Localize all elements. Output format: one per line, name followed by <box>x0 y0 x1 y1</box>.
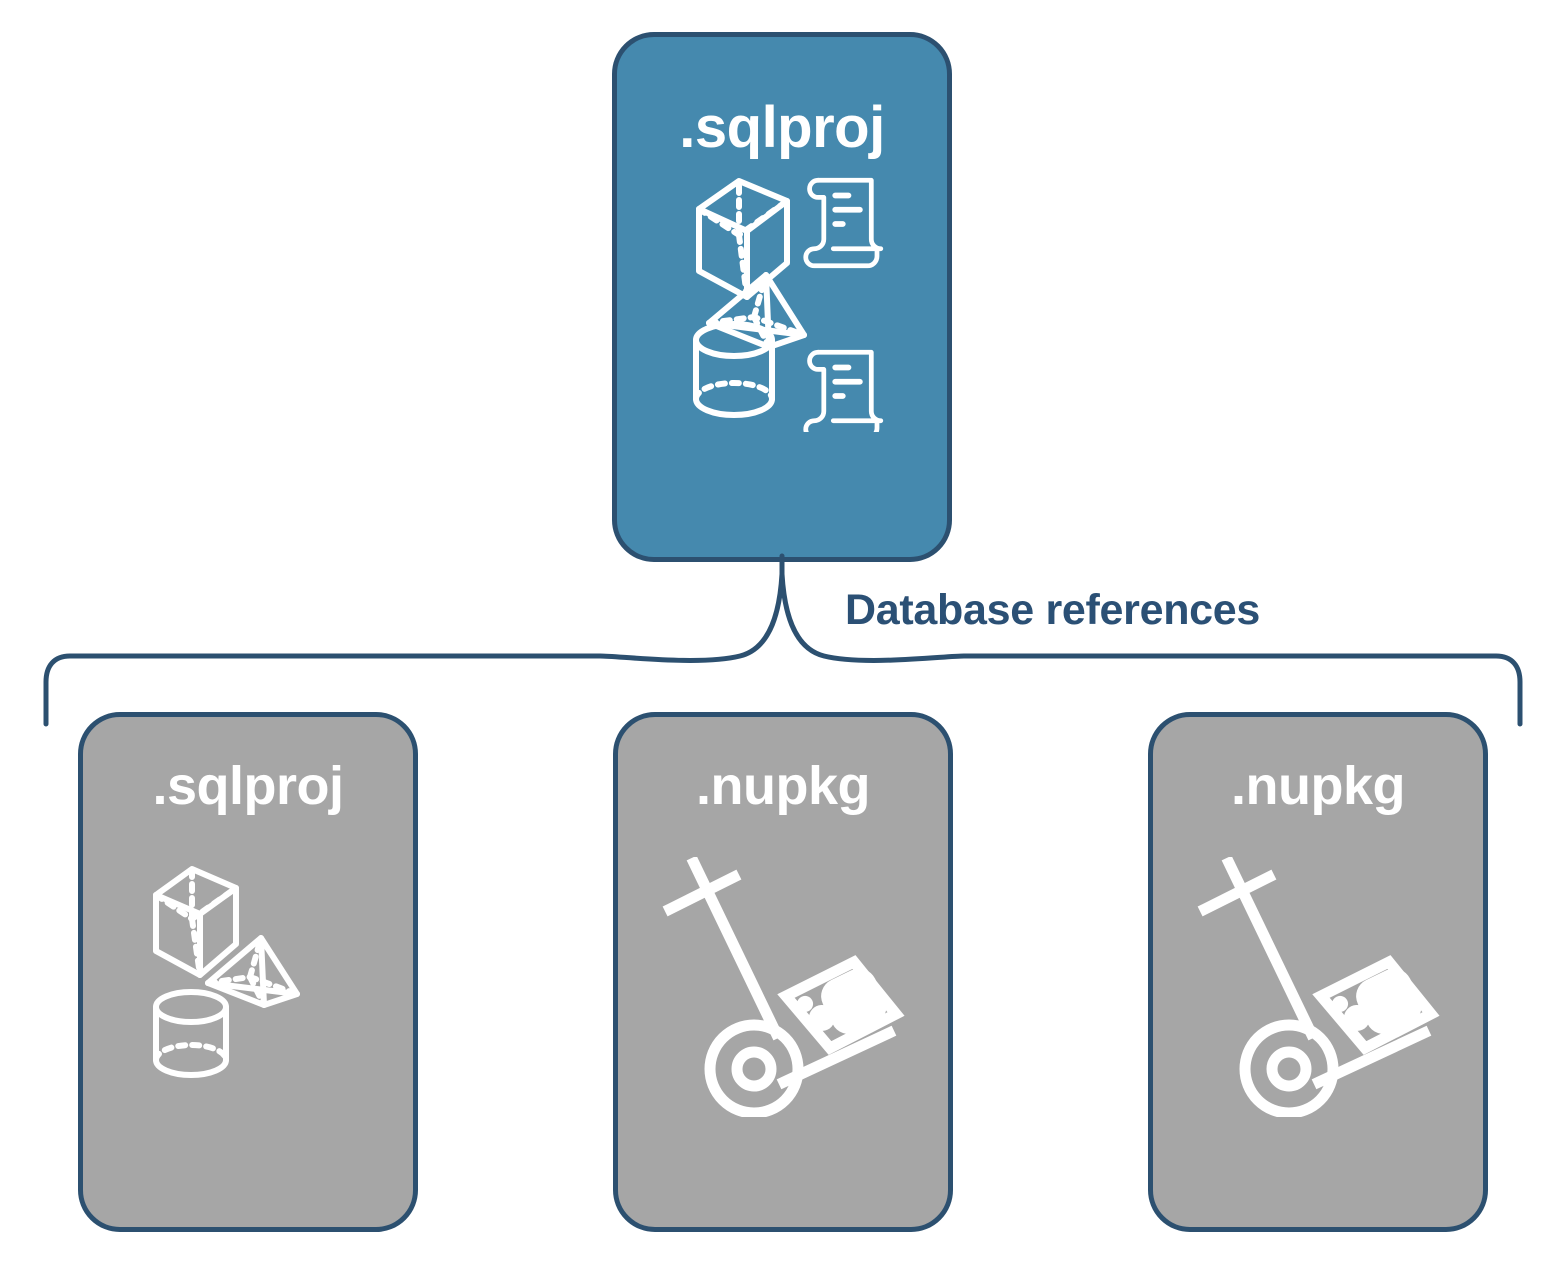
nuget-package-glyph <box>1332 968 1422 1035</box>
reference-icon-group-nupkg-2 <box>1193 855 1443 1119</box>
reference-icon-group-sqlproj <box>148 857 348 1087</box>
reference-node-nupkg-2[interactable]: .nupkg <box>1148 712 1488 1232</box>
reference-icon-group-nupkg-1 <box>658 855 908 1119</box>
reference-label-nupkg-1: .nupkg <box>696 756 870 816</box>
root-project-icon-group <box>691 167 886 441</box>
reference-label-sqlproj: .sqlproj <box>152 756 344 816</box>
cylinder-icon <box>153 989 229 1078</box>
nuget-hand-truck-icon <box>1197 855 1440 1119</box>
root-project-label: .sqlproj <box>679 95 885 160</box>
pyramid-icon <box>205 935 300 1008</box>
cylinder-icon <box>693 321 775 418</box>
cube-icon <box>153 866 239 978</box>
scroll-icon <box>803 349 884 441</box>
nuget-hand-truck-icon <box>662 855 905 1119</box>
database-references-label: Database references <box>845 586 1260 634</box>
reference-node-sqlproj[interactable]: .sqlproj <box>78 712 418 1232</box>
cube-icon <box>696 178 790 300</box>
database-references-brace <box>43 553 1523 727</box>
root-project-node[interactable]: .sqlproj <box>612 32 952 562</box>
scroll-icon <box>803 177 884 269</box>
reference-label-nupkg-2: .nupkg <box>1231 756 1405 816</box>
nuget-package-glyph <box>797 968 887 1035</box>
reference-node-nupkg-1[interactable]: .nupkg <box>613 712 953 1232</box>
